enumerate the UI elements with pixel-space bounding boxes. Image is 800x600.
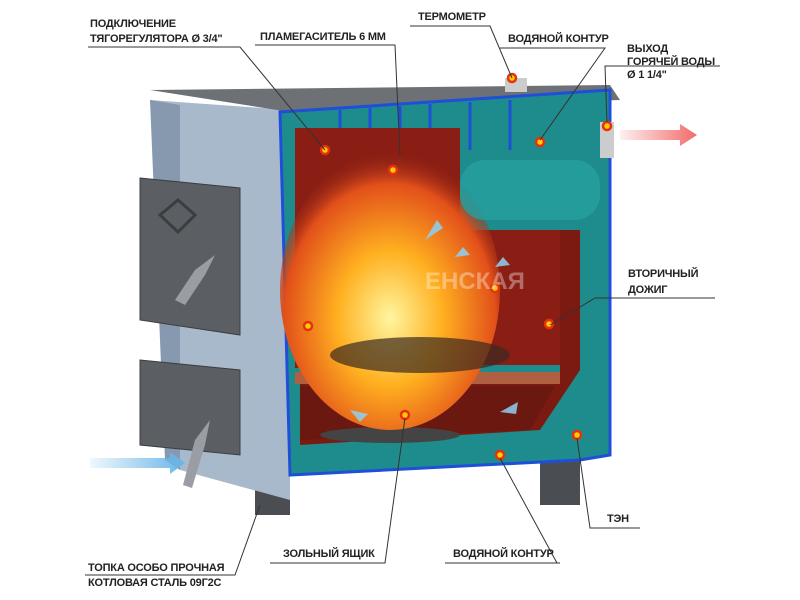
- label-line: ТОПКА ОСОБО ПРОЧНАЯ: [88, 562, 225, 574]
- cold-air-arrow: [90, 452, 185, 474]
- label-draft-regulator: ПОДКЛЮЧЕНИЕ ТЯГОРЕГУЛЯТОРА Ø 3/4": [90, 17, 223, 47]
- door-handle-lower: [183, 420, 210, 488]
- watermark: ЕНСКАЯ: [425, 268, 525, 295]
- label-line: ТЯГОРЕГУЛЯТОРА Ø 3/4": [90, 33, 223, 45]
- label-line: Ø 1 1/4": [627, 69, 667, 81]
- label-water-jacket-top: ВОДЯНОЙ КОНТУР: [508, 33, 609, 45]
- label-firebox: ТОПКА ОСОБО ПРОЧНАЯ КОТЛОВАЯ СТАЛЬ 09Г2С: [88, 561, 225, 591]
- label-line: КОТЛОВАЯ СТАЛЬ 09Г2С: [88, 577, 222, 589]
- label-line: ВТОРИЧНЫЙ: [628, 268, 699, 280]
- gas-flow-arrows: [350, 220, 518, 422]
- label-secondary-burn: ВТОРИЧНЫЙ ДОЖИГ: [628, 266, 699, 298]
- leader-lines: [85, 25, 720, 576]
- top-plate: [150, 85, 620, 112]
- flue-fins: [338, 100, 512, 150]
- label-hot-water-outlet: ВЫХОД ГОРЯЧЕЙ ВОДЫ Ø 1 1/4": [627, 43, 715, 82]
- label-ash-box: ЗОЛЬНЫЙ ЯЩИК: [283, 548, 375, 560]
- label-flame-damper: ПЛАМЕГАСИТЕЛЬ 6 ММ: [260, 31, 386, 43]
- hot-water-arrow: [620, 124, 697, 146]
- label-water-jacket-bottom: ВОДЯНОЙ КОНТУР: [453, 548, 554, 560]
- label-line: ПОДКЛЮЧЕНИЕ: [90, 18, 176, 30]
- leg-right: [540, 460, 580, 505]
- label-line: ГОРЯЧЕЙ ВОДЫ: [627, 56, 715, 68]
- outlet-pipe: [600, 122, 614, 158]
- loading-door: [139, 177, 241, 336]
- ash-door: [139, 359, 241, 456]
- marker-dots: [302, 72, 613, 461]
- label-thermometer: ТЕРМОМЕТР: [418, 11, 486, 23]
- label-line: ВЫХОД: [627, 43, 669, 55]
- label-line: ДОЖИГ: [628, 284, 668, 296]
- label-heating-element: ТЭН: [607, 513, 629, 525]
- door-handle-upper: [175, 255, 215, 305]
